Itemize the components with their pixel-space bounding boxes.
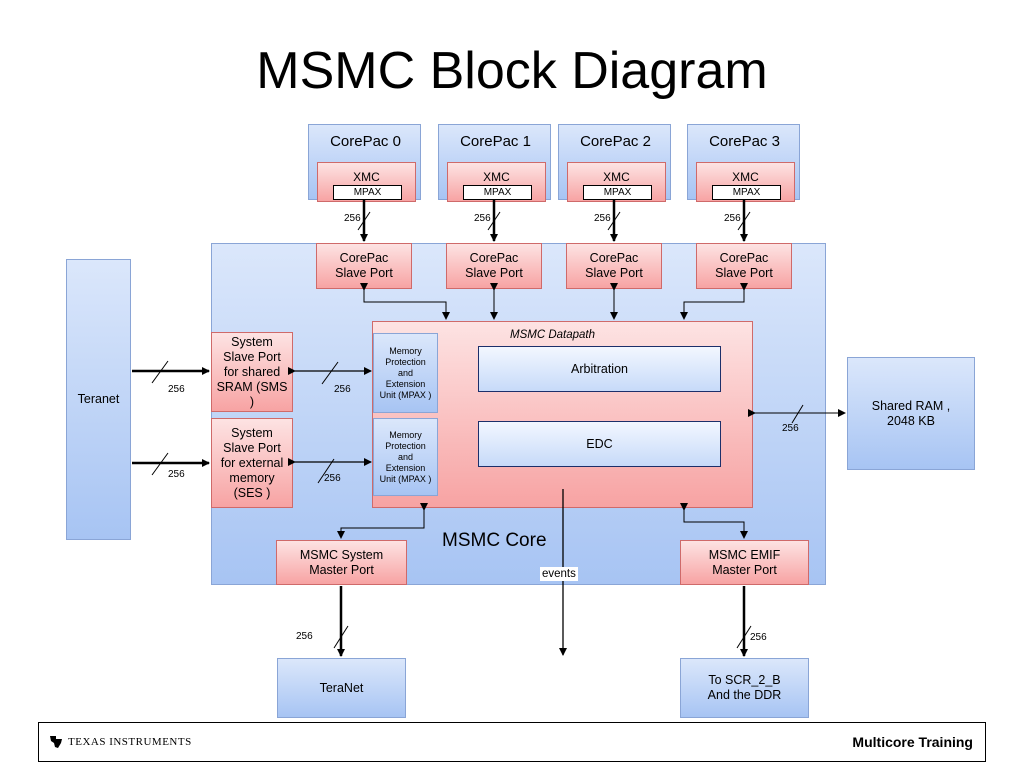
datapath-label: MSMC Datapath	[510, 329, 596, 341]
mpax-box: MPAX	[463, 185, 532, 200]
bus-width-label: 256	[724, 213, 741, 224]
bus-width-label: 256	[344, 213, 361, 224]
xmc-label: XMC	[483, 170, 510, 184]
corepac-name: CorePac 0	[330, 133, 401, 150]
sms-port-block: System Slave Port for shared SRAM (SMS )	[211, 332, 293, 412]
footer-bar: TEXAS INSTRUMENTS Multicore Training	[38, 722, 986, 762]
msmc-emif-master-port: MSMC EMIF Master Port	[680, 540, 809, 585]
edc-block: EDC	[478, 421, 721, 467]
mpax-box: MPAX	[583, 185, 652, 200]
xmc-label: XMC	[732, 170, 759, 184]
page-title: MSMC Block Diagram	[256, 42, 768, 100]
xmc-label: XMC	[603, 170, 630, 184]
corepac-name: CorePac 1	[460, 133, 531, 150]
ti-state-icon	[50, 736, 62, 748]
bus-width-label: 256	[474, 213, 491, 224]
texas-instruments-logo: TEXAS INSTRUMENTS	[49, 735, 192, 749]
corepac-name: CorePac 3	[709, 133, 780, 150]
teranet-bottom-block: TeraNet	[277, 658, 406, 718]
mpax-box: MPAX	[712, 185, 781, 200]
arbitration-block: Arbitration	[478, 346, 721, 392]
bus-width-label: 256	[324, 473, 341, 484]
bus-width-label: 256	[334, 384, 351, 395]
bus-width-label: 256	[594, 213, 611, 224]
teranet-left-block: Teranet	[66, 259, 131, 540]
corepac-slave-port: CorePac Slave Port	[566, 243, 662, 289]
corepac-slave-port: CorePac Slave Port	[446, 243, 542, 289]
bus-width-label: 256	[168, 469, 185, 480]
bus-width-label: 256	[782, 423, 799, 434]
mpax-unit-1: Memory Protection and Extension Unit (MP…	[373, 333, 438, 413]
scr-ddr-block: To SCR_2_B And the DDR	[680, 658, 809, 718]
wire-dp-emif	[680, 503, 748, 539]
corepac-name: CorePac 2	[580, 133, 651, 150]
multicore-training-label: Multicore Training	[852, 734, 973, 750]
wire-sp3-dp	[680, 283, 748, 320]
msmc-system-master-port: MSMC System Master Port	[276, 540, 407, 585]
bus-width-label: 256	[168, 384, 185, 395]
mpax-box: MPAX	[333, 185, 402, 200]
events-label: events	[540, 567, 578, 581]
wire-sp0-dp	[360, 283, 450, 320]
corepac-slave-port: CorePac Slave Port	[316, 243, 412, 289]
shared-ram-block: Shared RAM , 2048 KB	[847, 357, 975, 470]
bus-width-label: 256	[296, 631, 313, 642]
xmc-label: XMC	[353, 170, 380, 184]
corepac-slave-port: CorePac Slave Port	[696, 243, 792, 289]
mpax-unit-2: Memory Protection and Extension Unit (MP…	[373, 418, 438, 496]
bus-width-label: 256	[750, 632, 767, 643]
msmc-core-label: MSMC Core	[442, 530, 547, 551]
ti-logo-text: TEXAS INSTRUMENTS	[68, 736, 192, 748]
ses-port-block: System Slave Port for external memory (S…	[211, 418, 293, 508]
wire-dp-sysmaster	[337, 503, 428, 539]
